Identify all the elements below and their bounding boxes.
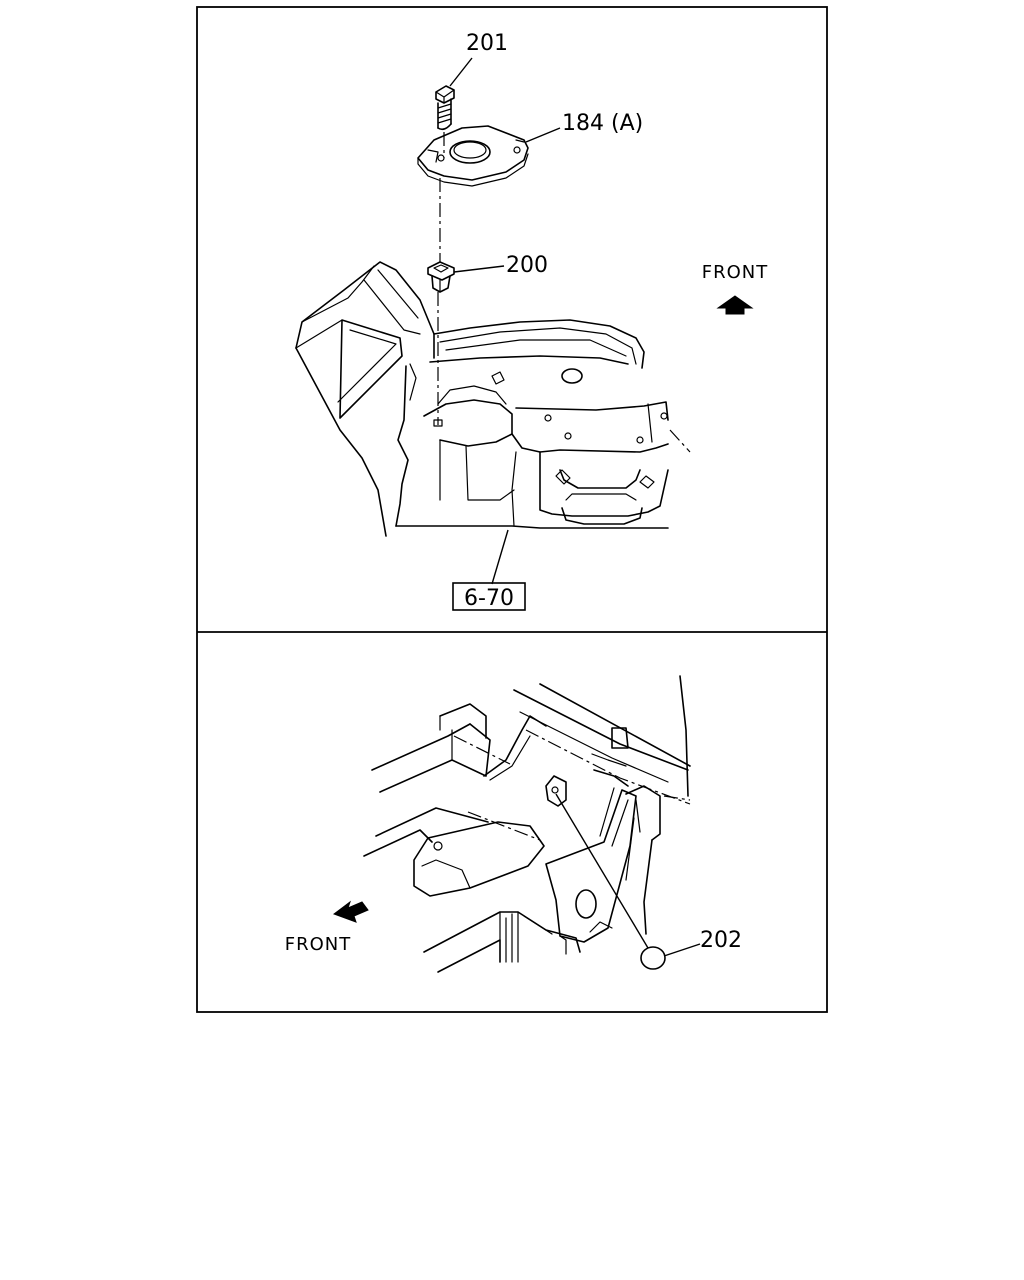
callout-6-70: 6-70 [464, 586, 514, 611]
bottom-panel: 202 FRONT [285, 675, 742, 973]
arrow-up-icon [716, 295, 754, 315]
floor-structure [363, 675, 691, 973]
bracket-184a [417, 125, 529, 187]
top-panel: 201 184 (A) 200 6-70 FRONT [295, 31, 769, 611]
diagram-frame [196, 6, 828, 1013]
front-label-bottom: FRONT [285, 934, 352, 955]
callout-200: 200 [506, 253, 548, 278]
nut-200 [427, 261, 455, 293]
front-indicator-bottom: FRONT [285, 900, 369, 955]
bolt-201 [435, 85, 455, 131]
body-structure [295, 261, 691, 585]
callout-201: 201 [466, 31, 508, 56]
front-label-top: FRONT [702, 262, 769, 283]
callout-202: 202 [700, 928, 742, 953]
plug-202: 202 [555, 793, 742, 970]
front-indicator-top: FRONT [702, 262, 769, 315]
callout-184a: 184 (A) [562, 111, 643, 136]
top-callouts: 201 184 (A) 200 6-70 [449, 31, 643, 611]
arrow-down-left-icon [332, 900, 369, 923]
reference-box: 6-70 [452, 582, 526, 611]
